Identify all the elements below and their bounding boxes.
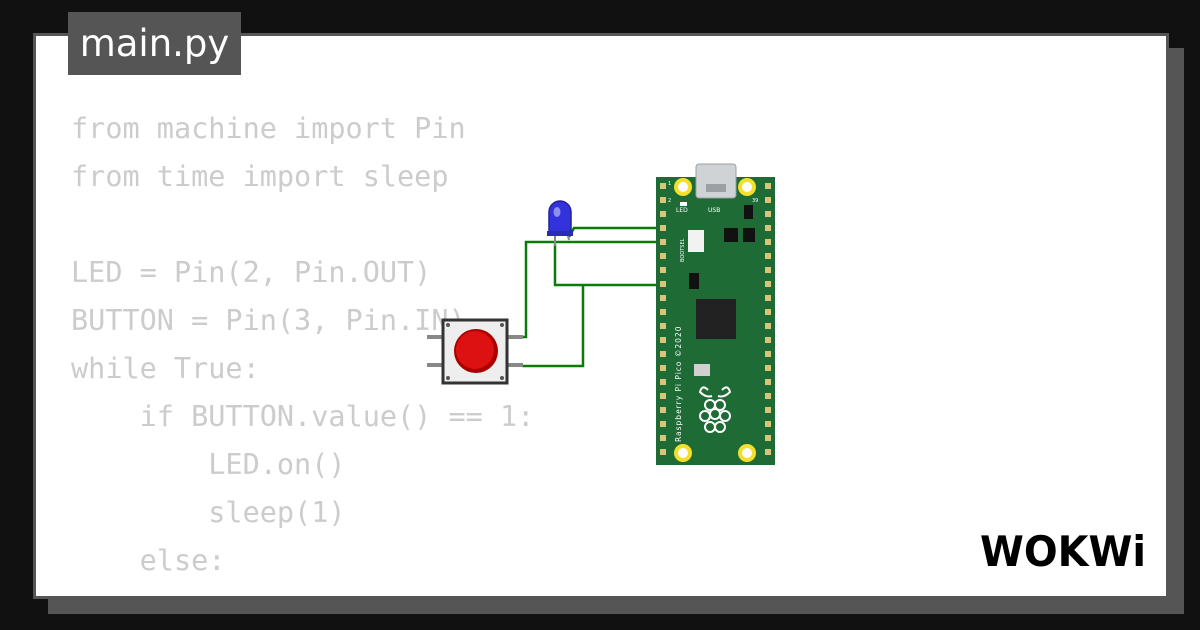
header-pin	[765, 435, 771, 441]
code-line: LED.off()	[71, 585, 534, 596]
header-pin	[660, 351, 666, 357]
onboard-led	[680, 202, 687, 206]
header-pin	[765, 407, 771, 413]
header-pin	[660, 435, 666, 441]
header-pin	[765, 225, 771, 231]
header-pin	[660, 253, 666, 259]
usb-label: USB	[708, 207, 720, 214]
header-pins-left	[660, 183, 666, 455]
header-pin	[765, 337, 771, 343]
wokwi-logo-text: WOKWi	[980, 527, 1146, 575]
bootsel-button[interactable]	[688, 230, 704, 252]
raspberry-pi-logo-icon	[698, 386, 732, 433]
header-pin	[765, 323, 771, 329]
code-editor[interactable]: from machine import Pin from time import …	[71, 105, 535, 596]
pin-2-label: 2	[668, 198, 671, 204]
code-line: while True:	[71, 352, 260, 385]
header-pin	[765, 239, 771, 245]
code-line: from machine import Pin	[71, 112, 466, 145]
wire-button-pin3	[522, 240, 668, 339]
header-pin	[660, 281, 666, 287]
led-highlight-icon	[553, 207, 561, 217]
wokwi-logo-icon: WOKWi	[980, 527, 1146, 575]
header-pin	[660, 393, 666, 399]
header-pin	[765, 449, 771, 455]
code-line: if BUTTON.value() == 1:	[71, 400, 535, 433]
code-panel: from machine import Pin from time import …	[33, 33, 1169, 599]
wire-led-anode	[567, 226, 668, 238]
wire-button-gnd	[522, 285, 585, 368]
header-pins-right	[765, 183, 771, 455]
header-pin	[660, 379, 666, 385]
usb-connector	[695, 163, 737, 199]
header-pin	[765, 253, 771, 259]
pin-39-label: 39	[752, 198, 758, 204]
header-pin	[765, 309, 771, 315]
header-pin	[660, 183, 666, 189]
code-line: from time import sleep	[71, 160, 449, 193]
header-pin	[660, 407, 666, 413]
wire-led-cathode	[553, 244, 668, 287]
header-pin	[660, 421, 666, 427]
pushbutton[interactable]	[427, 318, 523, 385]
blue-led[interactable]	[547, 200, 573, 246]
header-pin	[660, 309, 666, 315]
rp2040-chip	[696, 299, 736, 339]
button-cap	[456, 331, 494, 369]
file-tab[interactable]: main.py	[68, 12, 241, 75]
header-pin	[765, 183, 771, 189]
header-pin	[765, 393, 771, 399]
led-label: LED	[676, 207, 688, 214]
header-pin	[765, 421, 771, 427]
code-line: LED = Pin(2, Pin.OUT)	[71, 256, 432, 289]
header-pin	[660, 449, 666, 455]
header-pin	[660, 225, 666, 231]
wires	[522, 226, 668, 368]
header-pin	[765, 267, 771, 273]
header-pin	[765, 295, 771, 301]
header-pin	[660, 323, 666, 329]
code-line: sleep(1)	[71, 496, 346, 529]
header-pin	[660, 365, 666, 371]
raspberry-pi-pico-board: LED USB 1 2 39 BOOTSEL Raspberry Pi Pico…	[656, 163, 775, 465]
header-pin	[765, 281, 771, 287]
pin-1-label: 1	[668, 181, 671, 187]
code-line: else:	[71, 544, 226, 577]
header-pin	[765, 211, 771, 217]
header-pin	[660, 337, 666, 343]
header-pin	[660, 267, 666, 273]
header-pin	[660, 197, 666, 203]
header-pin	[765, 379, 771, 385]
mounting-holes	[674, 178, 756, 462]
header-pin	[765, 197, 771, 203]
header-pin	[660, 295, 666, 301]
header-pin	[660, 211, 666, 217]
header-pin	[765, 351, 771, 357]
bootsel-label: BOOTSEL	[680, 238, 686, 262]
board-name-label: Raspberry Pi Pico ©2020	[674, 326, 683, 443]
header-pin	[765, 365, 771, 371]
header-pin	[660, 239, 666, 245]
code-line: LED.on()	[71, 448, 346, 481]
